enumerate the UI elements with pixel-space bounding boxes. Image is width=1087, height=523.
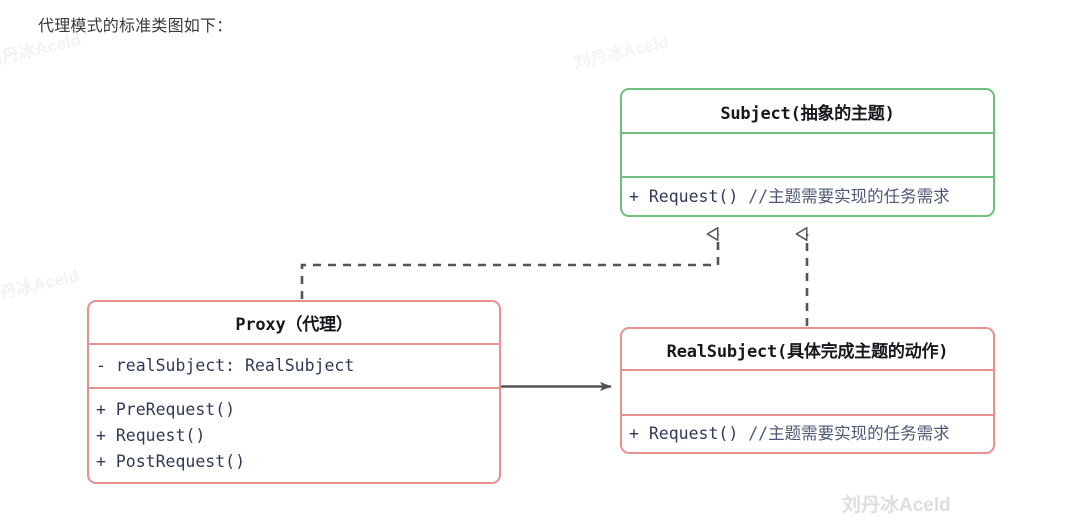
operation-signature: Request() (648, 186, 749, 206)
operation-row: + Request() //主题需要实现的任务需求 (629, 421, 986, 447)
visibility-marker: - (96, 356, 116, 375)
operation-row: + Request() //主题需要实现的任务需求 (629, 184, 986, 210)
class-attributes-subject (622, 132, 993, 176)
operation-row: + PreRequest() (96, 399, 236, 419)
class-attributes-realsubject (622, 369, 993, 414)
class-box-proxy[interactable]: Proxy（代理） - realSubject: RealSubject + P… (87, 300, 501, 484)
relation-proxy-realizes-subject (300, 234, 720, 299)
class-operations-subject: + Request() //主题需要实现的任务需求 (622, 176, 993, 215)
diagram-caption: 代理模式的标准类图如下： (38, 18, 233, 35)
class-box-realsubject[interactable]: RealSubject(具体完成主题的动作) + Request() //主题需… (620, 327, 995, 454)
operation-comment: //主题需要实现的任务需求 (748, 186, 950, 206)
operation-signature: Request() (648, 424, 749, 443)
watermark-main: 刘丹冰Aceld (842, 495, 951, 516)
class-title-realsubject: RealSubject(具体完成主题的动作) (666, 341, 949, 362)
class-box-subject[interactable]: Subject(抽象的主题) + Request() //主题需要实现的任务需求 (620, 88, 995, 217)
attribute-row: - realSubject: RealSubject (96, 353, 492, 379)
class-title-subject: Subject(抽象的主题) (720, 103, 895, 124)
operation-comment: //主题需要实现的任务需求 (748, 424, 950, 443)
operation-row: + Request() (96, 425, 206, 445)
attribute-signature: realSubject: RealSubject (115, 356, 355, 375)
visibility-marker: + (629, 186, 649, 206)
class-attributes-proxy: - realSubject: RealSubject (89, 343, 499, 387)
class-operations-proxy: + PreRequest() + Request() + PostRequest… (89, 387, 499, 482)
operation-row: + PostRequest() (96, 451, 246, 471)
class-operations-realsubject: + Request() //主题需要实现的任务需求 (622, 414, 993, 452)
visibility-marker: + (629, 424, 649, 443)
class-title-proxy: Proxy（代理） (235, 315, 353, 335)
